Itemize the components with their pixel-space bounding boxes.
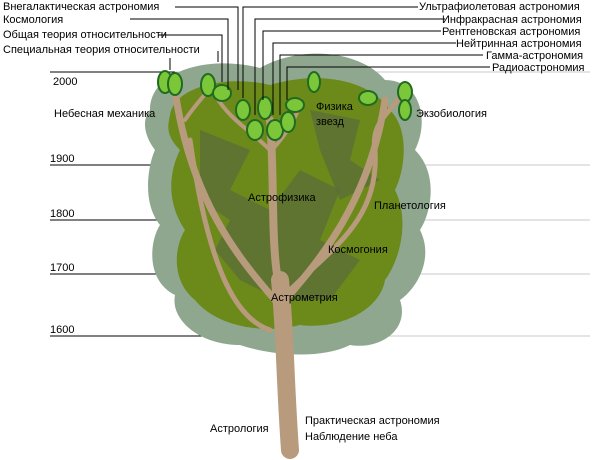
- leader-lines: [130, 6, 490, 115]
- year-1700: 1700: [50, 262, 75, 274]
- label-special-relativity: Специальная теория относительности: [3, 44, 200, 56]
- label-astrology: Астрология: [210, 423, 269, 435]
- label-gamma-astronomy: Гамма-астрономия: [486, 50, 584, 62]
- label-infrared-astronomy: Инфракрасная астрономия: [442, 14, 582, 26]
- year-1600: 1600: [50, 324, 75, 336]
- label-sky-observation: Наблюдение неба: [305, 431, 398, 443]
- label-cosmogony: Космогония: [328, 244, 388, 256]
- year-1800: 1800: [50, 208, 75, 220]
- label-cosmology: Космология: [3, 14, 64, 26]
- label-general-relativity: Общая теория относительности: [3, 29, 167, 41]
- label-exobiology: Экзобиология: [416, 108, 487, 120]
- label-astrometry: Астрометрия: [271, 292, 338, 304]
- label-stellar-physics-2: звезд: [316, 116, 344, 128]
- label-stellar-physics-1: Физика: [316, 101, 353, 113]
- label-practical-astronomy: Практическая астрономия: [305, 415, 440, 427]
- year-1900: 1900: [50, 153, 75, 165]
- label-neutrino-astronomy: Нейтринная астрономия: [456, 38, 582, 50]
- leaves: [157, 70, 413, 141]
- label-extragalactic-astronomy: Внегалактическая астрономия: [3, 1, 160, 13]
- year-2000: 2000: [53, 76, 78, 88]
- label-radio-astronomy: Радиоастрономия: [492, 62, 585, 74]
- label-planetology: Планетология: [374, 200, 446, 212]
- label-celestial-mechanics: Небесная механика: [54, 108, 156, 120]
- label-xray-astronomy: Рентгеновская астрономия: [442, 26, 581, 38]
- label-astrophysics: Астрофизика: [248, 192, 316, 204]
- label-ultraviolet-astronomy: Ультрафиолетовая астрономия: [419, 1, 580, 13]
